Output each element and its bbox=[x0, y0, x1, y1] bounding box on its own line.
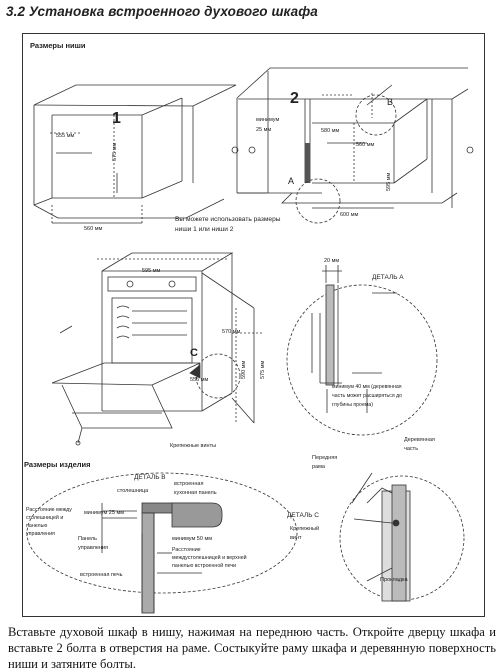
control-panel-line2: управления bbox=[78, 545, 108, 551]
dim-570-oven: 570 мм bbox=[222, 329, 240, 335]
detail-b-title: ДЕТАЛЬ B bbox=[134, 474, 166, 481]
niche-sizes-label: Размеры ниши bbox=[30, 41, 86, 50]
countertop-label: столешница bbox=[117, 488, 149, 494]
figure-frame bbox=[22, 33, 485, 617]
dim-555-niche1: 555 мм bbox=[56, 133, 74, 139]
dim-575-niche1: 575 мм bbox=[112, 143, 118, 161]
dim-595-oven: 595 мм bbox=[142, 268, 160, 274]
dim-20: 20 мм bbox=[324, 258, 339, 264]
step-2-number: 2 bbox=[290, 90, 299, 107]
installation-caption: Вставьте духовой шкаф в нишу, нажимая на… bbox=[8, 625, 496, 671]
dim-600-niche2: 600 мм bbox=[340, 212, 358, 218]
mark-a: A bbox=[288, 176, 294, 186]
oven-drawing bbox=[51, 252, 262, 446]
min40-line2: часть может расширяться до bbox=[332, 393, 402, 399]
control-panel-line1: Панель bbox=[78, 536, 97, 542]
screw-line2: винт bbox=[290, 535, 302, 541]
gap-line3: панелью bbox=[26, 523, 47, 529]
detail-a-drawing bbox=[286, 265, 438, 436]
detail-c-drawing bbox=[339, 472, 465, 602]
section-title: 3.2 Установка встроенного духового шкафа bbox=[6, 4, 318, 19]
dim-555-oven: 555 мм bbox=[190, 377, 208, 383]
installation-diagram: Размеры ниши 1 2 555 мм 575 мм 560 мм ми… bbox=[24, 41, 474, 614]
screws-label: Крепежные винты bbox=[170, 443, 216, 449]
dim-590-oven: 590 мм bbox=[241, 361, 247, 379]
min40-line1: минимум 40 мм (деревянная bbox=[332, 384, 402, 390]
oven-label: встроенная печь bbox=[80, 572, 123, 578]
dim-580-niche2: 580 мм bbox=[321, 128, 339, 134]
detail-c-title: ДЕТАЛЬ C bbox=[287, 512, 319, 519]
gasket-label: Прокладка bbox=[380, 577, 409, 583]
mark-c: C bbox=[190, 347, 198, 359]
min25b-label: 25 мм bbox=[256, 127, 271, 133]
detail-a-title: ДЕТАЛЬ A bbox=[372, 274, 404, 281]
gap-line2: столешницей и bbox=[26, 514, 63, 521]
min25-label: минимум bbox=[256, 117, 279, 123]
niche-note-line1: Вы можете использовать размеры bbox=[175, 216, 281, 223]
dist-line1: Расстояние bbox=[172, 547, 201, 553]
niche-2-drawing bbox=[231, 67, 474, 224]
gap-line4: управления bbox=[26, 531, 55, 537]
detail-b-drawing bbox=[26, 472, 298, 614]
gap-line1: Расстояние между bbox=[26, 507, 72, 513]
screw-line1: Крепежный bbox=[290, 525, 319, 532]
step-1-number: 1 bbox=[112, 110, 121, 127]
dim-595-niche2: 595 мм bbox=[386, 173, 392, 191]
min25c-label: минимум 25 мм bbox=[84, 510, 124, 516]
product-sizes-label: Размеры изделия bbox=[24, 460, 91, 469]
dim-575-oven: 575 мм bbox=[260, 361, 266, 379]
front-frame-line1: Передняя bbox=[312, 455, 337, 461]
dist-line2: междустолешницей и верхней bbox=[172, 554, 247, 561]
min50-label: минимум 50 мм bbox=[172, 536, 212, 542]
built-panel-line1: встроенная bbox=[174, 481, 203, 487]
mark-b: B bbox=[387, 97, 393, 107]
niche-1-drawing bbox=[33, 84, 237, 225]
dim-560-niche2: 560 мм bbox=[356, 142, 374, 148]
wood-part-line2: часть bbox=[404, 446, 418, 452]
dist-line3: панелью встроенной печи bbox=[172, 562, 236, 569]
dim-560-niche1: 560 мм bbox=[84, 226, 102, 232]
min40-line3: глубины проема) bbox=[332, 402, 373, 408]
built-panel-line2: кухонная панель bbox=[174, 490, 217, 496]
niche-note-line2: ниши 1 или ниши 2 bbox=[175, 226, 234, 233]
front-frame-line2: рама bbox=[312, 464, 326, 470]
wood-part-line1: Деревянная bbox=[404, 437, 435, 443]
